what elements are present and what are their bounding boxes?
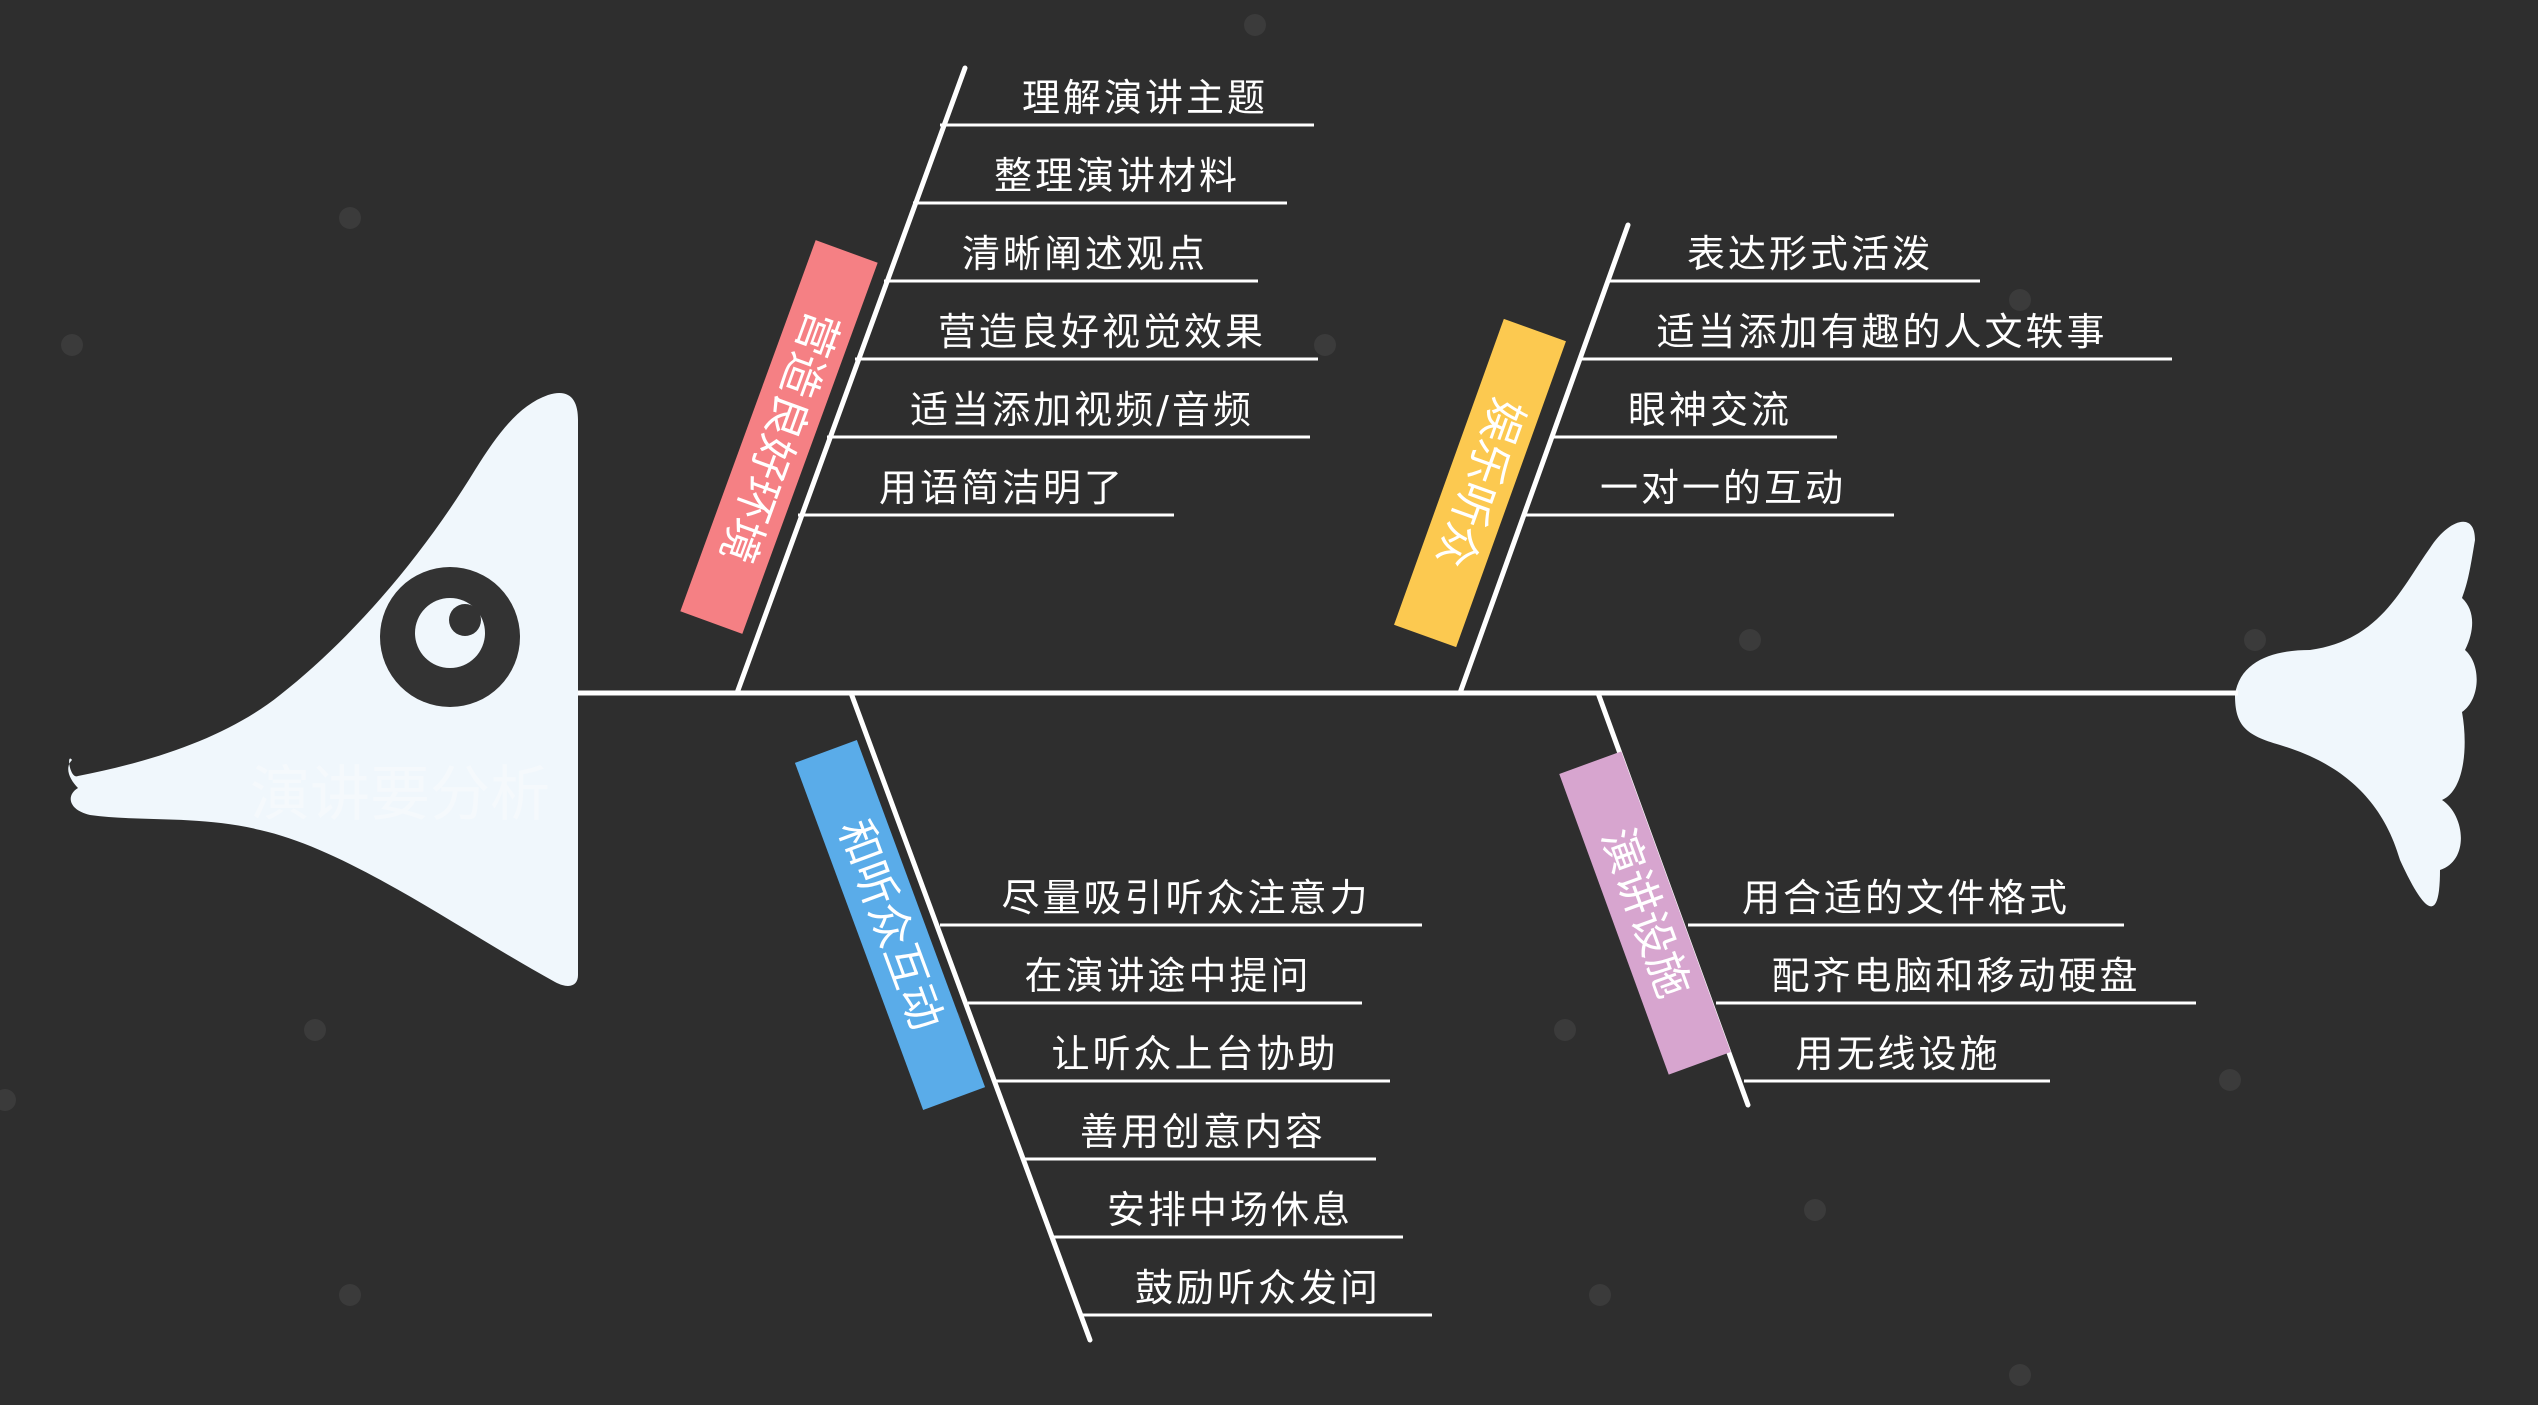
item-text: 清晰阐述观点 [962,232,1208,276]
branch-item: 善用创意内容 [1024,1110,1376,1161]
fish-head [68,392,578,986]
item-text: 尽量吸引听众注意力 [1001,876,1370,920]
branch-item: 表达形式活泼 [1606,232,1980,283]
branch-label-bg [1394,318,1566,648]
item-text: 一对一的互动 [1600,466,1846,510]
branch-label-bg [1559,751,1731,1075]
fish-tail [2235,521,2477,907]
item-text: 让听众上台协助 [1051,1032,1338,1076]
item-text: 配齐电脑和移动硬盘 [1771,954,2140,998]
branch-label-box: 娱乐听众 [1394,318,1566,648]
item-text: 在演讲途中提问 [1024,954,1311,998]
item-text: 用无线设施 [1795,1032,2000,1076]
branch-item: 理解演讲主题 [940,76,1314,127]
branch-item: 一对一的互动 [1525,466,1894,517]
branch-item: 整理演讲材料 [913,154,1287,205]
branch-item: 在演讲途中提问 [968,954,1362,1005]
item-text: 营造良好视觉效果 [938,310,1266,354]
background-dots [0,14,2266,1386]
fish-eye [380,567,520,707]
item-text: 鼓励听众发问 [1135,1266,1381,1310]
branch-item: 让听众上台协助 [996,1032,1390,1083]
item-text: 眼神交流 [1628,388,1792,432]
item-text: 用语简洁明了 [879,466,1125,510]
branch-item: 适当添加视频/音频 [827,388,1310,439]
item-text: 理解演讲主题 [1022,76,1268,120]
item-text: 用合适的文件格式 [1742,876,2070,920]
branch-label: 演讲设施 [1591,822,1699,1005]
branch-environment: 营造良好环境理解演讲主题整理演讲材料清晰阐述观点营造良好视觉效果适当添加视频/音… [680,65,1318,696]
item-text: 安排中场休息 [1107,1188,1353,1232]
branch-label-box: 演讲设施 [1559,751,1731,1075]
diagram-title: 演讲要分析 [250,760,550,830]
branch-facilities: 演讲设施用合适的文件格式配齐电脑和移动硬盘用无线设施 [1559,690,2196,1108]
item-text: 适当添加有趣的人文轶事 [1656,310,2107,354]
branch-item: 配齐电脑和移动硬盘 [1716,954,2196,1005]
branch-item: 鼓励听众发问 [1080,1266,1432,1317]
branch-bone [1457,222,1631,696]
branch-label: 娱乐听众 [1426,392,1533,575]
branch-item: 尽量吸引听众注意力 [940,876,1422,927]
branches: 营造良好环境理解演讲主题整理演讲材料清晰阐述观点营造良好视觉效果适当添加视频/音… [680,65,2196,1343]
branch-item: 清晰阐述观点 [884,232,1258,283]
branch-item: 安排中场休息 [1052,1188,1403,1239]
item-text: 善用创意内容 [1080,1110,1326,1154]
branch-item: 眼神交流 [1553,388,1837,439]
item-text: 适当添加视频/音频 [910,388,1254,432]
branch-interact: 和听众互动尽量吸引听众注意力在演讲途中提问让听众上台协助善用创意内容安排中场休息… [794,690,1432,1343]
branch-bone [848,690,1093,1343]
item-text: 表达形式活泼 [1687,232,1933,276]
branch-bone [734,65,968,696]
branch-item: 用无线设施 [1744,1032,2050,1083]
branch-item: 用合适的文件格式 [1688,876,2124,927]
branch-item: 适当添加有趣的人文轶事 [1580,310,2172,361]
branch-label-bg [794,740,986,1110]
branch-item: 用语简洁明了 [798,466,1174,517]
branch-label-bg [680,240,878,634]
branch-item: 营造良好视觉效果 [855,310,1318,361]
item-text: 整理演讲材料 [994,154,1240,198]
